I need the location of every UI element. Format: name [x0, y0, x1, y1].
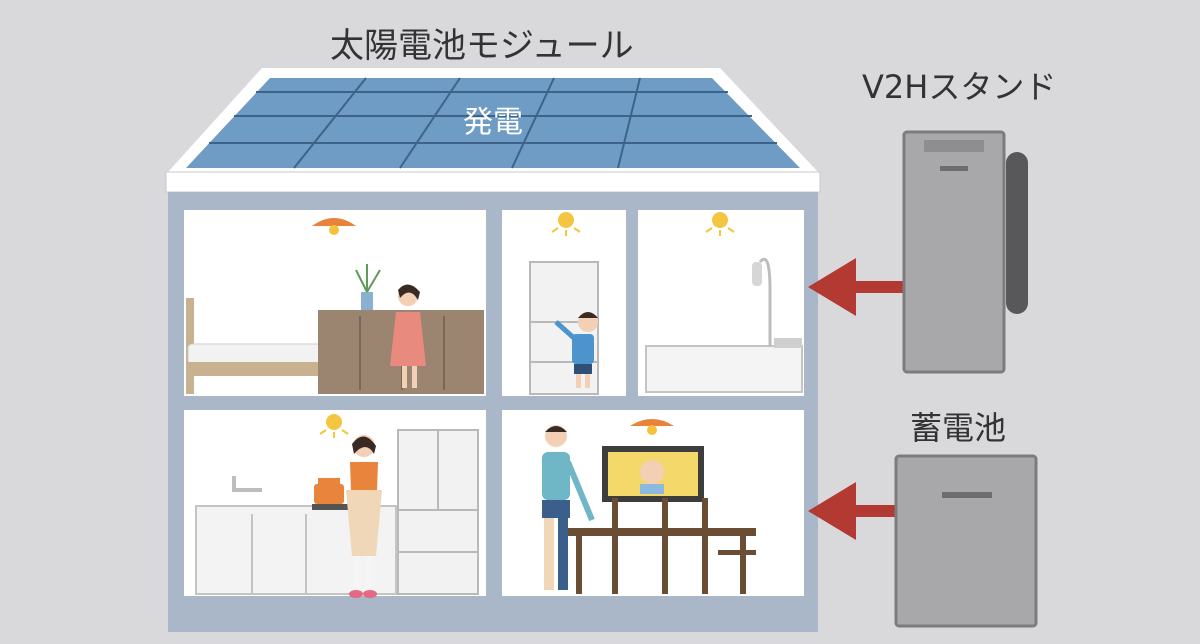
ceiling-lamp-icon — [630, 419, 674, 435]
arrow-left-icon — [808, 482, 898, 540]
father-figure — [542, 425, 595, 590]
television — [602, 446, 704, 502]
bathtub — [645, 257, 803, 393]
girl-figure — [390, 284, 426, 388]
solar-roof: 発電 — [165, 68, 821, 193]
storage-battery-unit — [894, 454, 1038, 628]
light-bulb-icon — [319, 414, 349, 438]
plant — [355, 264, 381, 310]
light-bulb-icon — [705, 212, 735, 236]
v2h-stand-unit — [902, 130, 1028, 374]
solar-module-label: 太陽電池モジュール — [330, 26, 634, 66]
storage-battery-label: 蓄電池 — [910, 409, 1007, 447]
cooking-pot — [314, 478, 344, 504]
v2h-stand-label: V2Hスタンド — [862, 68, 1057, 106]
refrigerator — [397, 429, 479, 595]
generation-label: 発電 — [463, 105, 523, 140]
bed — [186, 298, 361, 394]
boy-figure — [554, 312, 598, 388]
dining-table — [566, 498, 756, 594]
arrow-left-icon — [808, 258, 906, 316]
light-bulb-icon — [551, 212, 581, 236]
mother-figure — [346, 435, 382, 598]
ceiling-lamp-icon — [312, 218, 356, 235]
